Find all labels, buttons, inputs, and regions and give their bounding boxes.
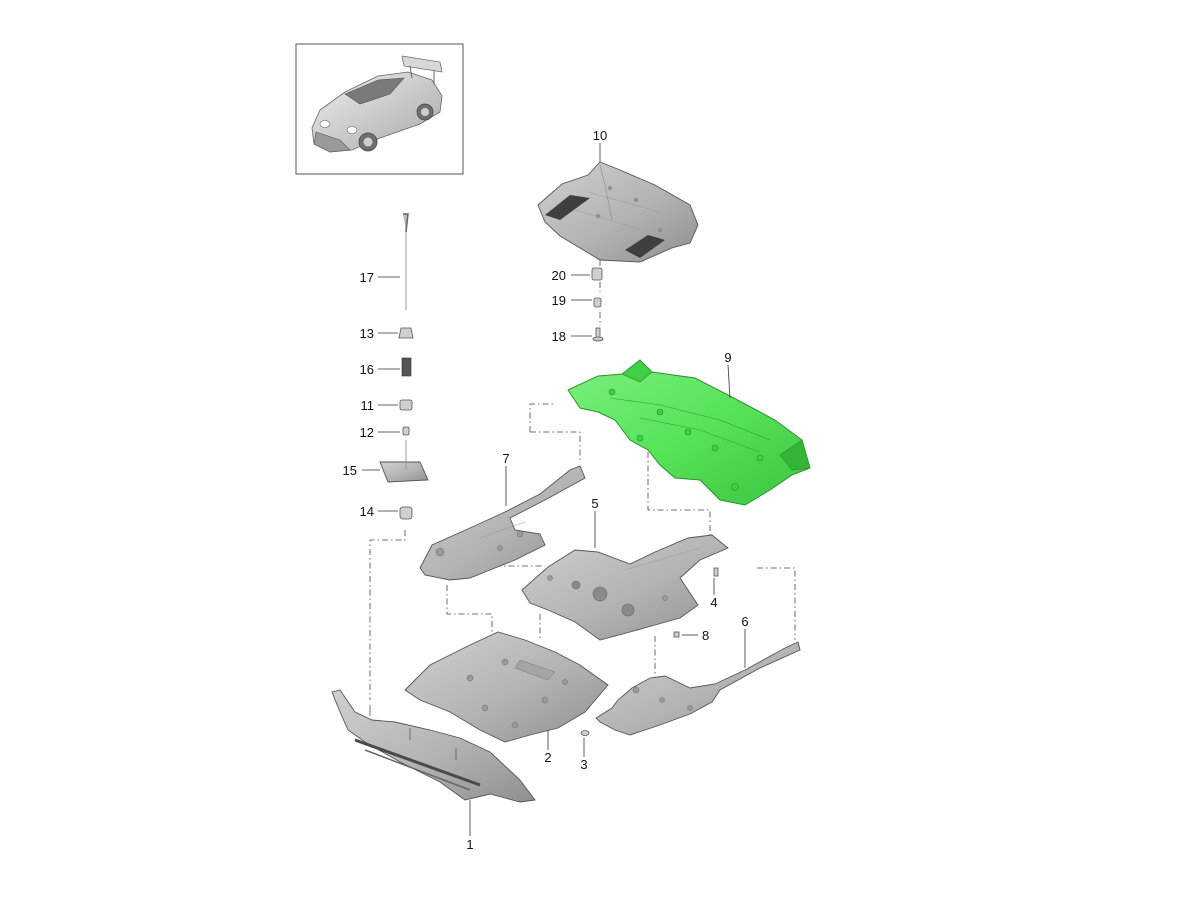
callout-20: 20 bbox=[552, 268, 566, 283]
callout-12: 12 bbox=[360, 425, 374, 440]
callout-14: 14 bbox=[360, 504, 374, 519]
part-1-front-spoiler[interactable] bbox=[331, 689, 536, 803]
fastener-3-clip[interactable] bbox=[580, 730, 590, 736]
fastener-4-clip[interactable] bbox=[713, 567, 719, 577]
part-6-rear-side-panel[interactable] bbox=[595, 641, 801, 736]
callout-labels: 10 20 19 18 9 17 13 16 11 12 15 14 7 5 4… bbox=[343, 128, 749, 852]
callout-2: 2 bbox=[544, 750, 551, 765]
callout-13: 13 bbox=[360, 326, 374, 341]
fastener-14-nut[interactable] bbox=[399, 506, 413, 520]
fastener-19-grommet[interactable] bbox=[593, 297, 602, 308]
fastener-20-spacer[interactable] bbox=[591, 267, 603, 281]
fastener-12-grommet[interactable] bbox=[402, 426, 410, 436]
assembly-guide-lines bbox=[369, 260, 796, 700]
callout-11: 11 bbox=[361, 398, 375, 413]
fastener-17-rod[interactable] bbox=[403, 213, 409, 310]
part-2-floor-panel[interactable] bbox=[404, 631, 609, 743]
callout-1: 1 bbox=[466, 837, 473, 852]
vehicle-thumbnail bbox=[295, 43, 464, 175]
part-10-heat-shield[interactable] bbox=[537, 161, 699, 263]
callout-10: 10 bbox=[593, 128, 607, 143]
fastener-13-nut[interactable] bbox=[398, 327, 414, 339]
part-5-center-panel[interactable] bbox=[521, 534, 729, 641]
callout-17: 17 bbox=[360, 270, 374, 285]
callout-5: 5 bbox=[591, 496, 598, 511]
fastener-11-spacer[interactable] bbox=[399, 399, 413, 411]
callout-8: 8 bbox=[702, 628, 709, 643]
callout-6: 6 bbox=[741, 614, 748, 629]
callout-4: 4 bbox=[710, 595, 717, 610]
car-illustration bbox=[311, 55, 443, 153]
part-9-underbody-panel[interactable] bbox=[567, 359, 811, 506]
fastener-15-bracket[interactable] bbox=[379, 440, 429, 483]
callout-3: 3 bbox=[580, 757, 587, 772]
callout-leaders bbox=[362, 143, 746, 836]
fastener-16-sleeve[interactable] bbox=[401, 357, 412, 377]
callout-7: 7 bbox=[502, 451, 509, 466]
callout-18: 18 bbox=[552, 329, 566, 344]
fastener-18-screw[interactable] bbox=[592, 327, 604, 342]
callout-9: 9 bbox=[724, 350, 731, 365]
part-7-side-panel[interactable] bbox=[419, 465, 586, 581]
callout-19: 19 bbox=[552, 293, 566, 308]
callout-16: 16 bbox=[360, 362, 374, 377]
callout-15: 15 bbox=[343, 463, 357, 478]
fastener-8-clip[interactable] bbox=[673, 631, 680, 638]
